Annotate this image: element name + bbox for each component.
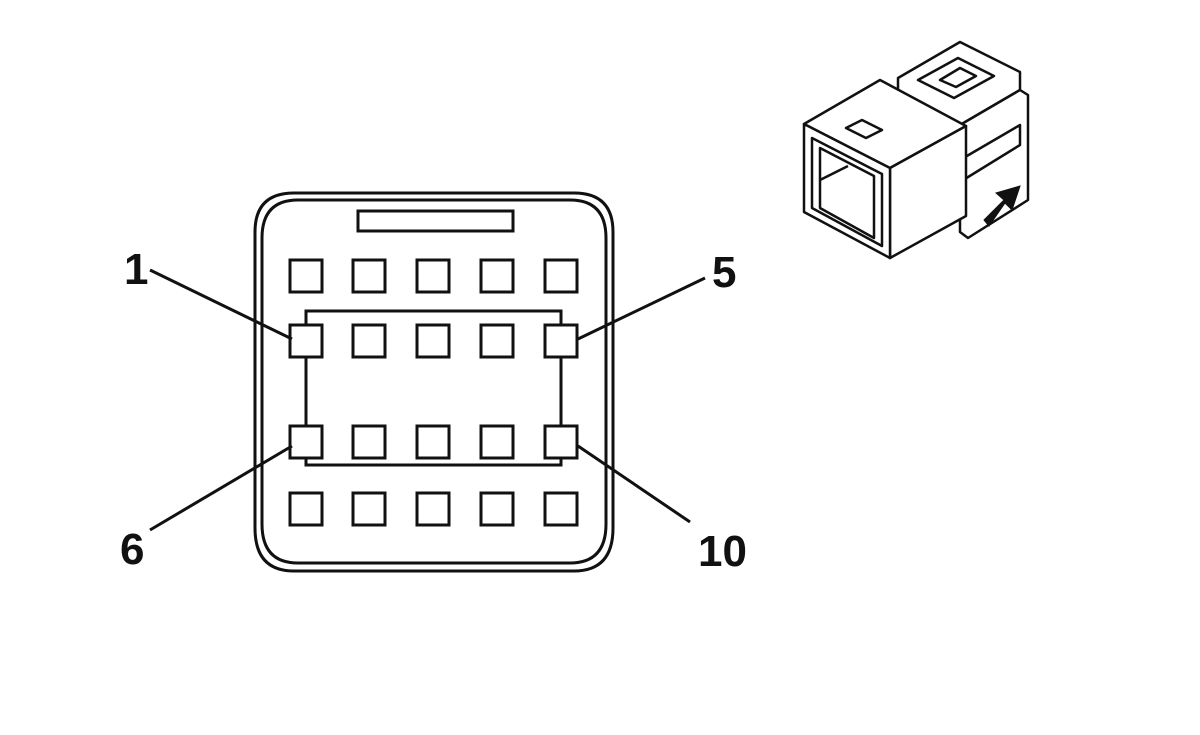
pin-cavities (288, 258, 579, 527)
connector-3d-view-icon (802, 40, 1030, 260)
pin-cavity-r1-c4 (479, 258, 515, 294)
pin-cavity-r2-c4 (479, 323, 515, 359)
leader-line-pin1 (149, 268, 293, 341)
pin-cavity-r2-c2 (351, 323, 387, 359)
pin-cavity-r4-c3 (415, 491, 451, 527)
latch-body-slot-inner (938, 66, 978, 89)
pin-label-10: 10 (698, 527, 747, 576)
front-opening-inner (818, 146, 876, 240)
latch-body-slot (916, 56, 996, 100)
pin-cavity-r1-c3 (415, 258, 451, 294)
pin-cavity-r3-c5 (543, 424, 579, 460)
front-opening (810, 136, 884, 248)
housing-inner (260, 198, 608, 565)
leader-line-pin6 (149, 444, 293, 532)
pin-cavity-r4-c4 (479, 491, 515, 527)
opening-depth-line (819, 164, 849, 182)
pin-cavity-r3-c2 (351, 424, 387, 460)
pin-label-6: 6 (120, 525, 144, 574)
pin-cavity-r1-c5 (543, 258, 579, 294)
connector-face-icon (149, 191, 706, 573)
pin-cavity-r3-c1 (288, 424, 324, 460)
center-platform (304, 309, 563, 467)
pin-cavity-r3-c4 (479, 424, 515, 460)
pin-cavity-r1-c1 (288, 258, 324, 294)
pin-cavity-r2-c5 (543, 323, 579, 359)
pin-label-1: 1 (124, 245, 148, 294)
direction-arrow-icon (983, 185, 1021, 227)
pin-cavity-r2-c1 (288, 323, 324, 359)
front-face (802, 122, 892, 260)
latch-slot (356, 209, 515, 233)
pin-cavity-r4-c2 (351, 491, 387, 527)
pin-cavity-r1-c2 (351, 258, 387, 294)
pin-cavity-r4-c5 (543, 491, 579, 527)
pin-cavity-r3-c3 (415, 424, 451, 460)
leader-line-pin10 (577, 444, 691, 524)
leader-line-pin5 (577, 276, 706, 341)
housing-outer (253, 191, 615, 573)
top-latch-window (844, 118, 884, 140)
pin-cavity-r2-c3 (415, 323, 451, 359)
pin-label-5: 5 (712, 248, 736, 297)
pin-cavity-r4-c1 (288, 491, 324, 527)
